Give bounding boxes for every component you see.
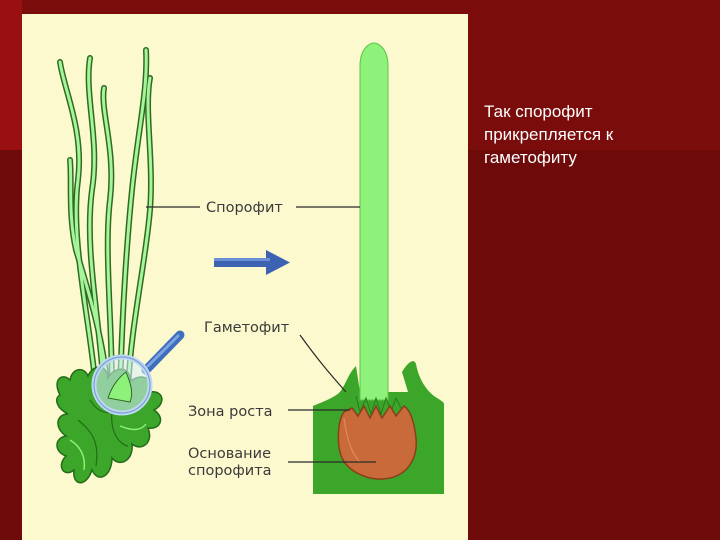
section-illustration [313, 42, 444, 494]
sporophyte-base [337, 404, 417, 480]
plant-illustration [55, 47, 185, 484]
label-leaders [146, 206, 376, 463]
magnifier-icon [91, 330, 185, 416]
caption-line-2: прикрепляется к [484, 125, 614, 144]
caption-line-3: гаметофиту [484, 148, 577, 167]
label-growth-zone: Зона роста [188, 404, 273, 420]
label-sporophyte: Спорофит [206, 200, 283, 216]
sporophyte-stalk [359, 42, 389, 401]
slide-caption: Так спорофит прикрепляется к гаметофиту [484, 100, 714, 169]
label-base-line1: Основание [188, 446, 271, 462]
caption-line-1: Так спорофит [484, 102, 593, 121]
label-base-line2: спорофита [188, 463, 272, 479]
right-arrow-icon [214, 250, 290, 275]
label-gametophyte: Гаметофит [204, 320, 290, 336]
